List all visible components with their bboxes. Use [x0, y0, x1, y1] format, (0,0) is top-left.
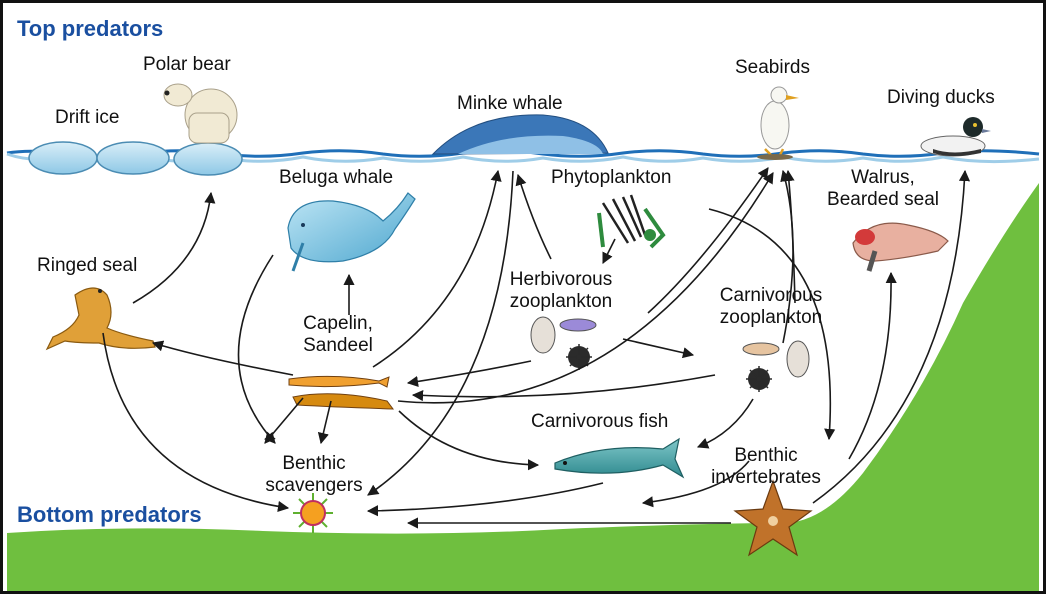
label-bearded-seal: Bearded seal	[815, 189, 951, 211]
benthic-scavenger-icon	[293, 493, 333, 533]
arrow-carniv-fish	[698, 399, 753, 447]
label-carnivorous-zooplankton-2: zooplankton	[703, 307, 839, 329]
label-carnivorous-zooplankton: Carnivorous zooplankton	[703, 285, 839, 329]
label-benthic: Benthic	[259, 453, 369, 475]
arrow-capelin-benthic2	[321, 401, 331, 443]
arrow-herb-carniv	[623, 339, 693, 355]
label-invertebrates: invertebrates	[695, 467, 837, 489]
arrow-herb-minke	[518, 175, 551, 259]
label-beluga-whale: Beluga whale	[279, 167, 393, 189]
label-capelin-sandeel: Capelin, Sandeel	[295, 313, 381, 357]
label-sandeel: Sandeel	[295, 335, 381, 357]
ringed-seal-icon	[47, 288, 155, 349]
arrow-herb-capelin	[408, 361, 531, 383]
label-walrus-bearded-seal: Walrus, Bearded seal	[815, 167, 951, 211]
label-carnivorous: Carnivorous	[703, 285, 839, 307]
label-herbivorous: Herbivorous	[499, 269, 623, 291]
label-scavengers: scavengers	[259, 475, 369, 497]
seabird-icon	[757, 87, 799, 160]
label-diving-ducks: Diving ducks	[887, 87, 995, 109]
label-walrus: Walrus,	[815, 167, 951, 189]
arrow-capelin-fish	[399, 411, 538, 465]
arrow-fish-benthic	[368, 483, 603, 511]
label-polar-bear: Polar bear	[143, 54, 231, 76]
label-carnivorous-fish: Carnivorous fish	[531, 411, 668, 433]
label-seabirds: Seabirds	[735, 57, 810, 79]
phytoplankton-icon	[599, 195, 663, 247]
label-benthic-2: Benthic	[695, 445, 837, 467]
label-drift-ice: Drift ice	[55, 107, 119, 129]
walrus-icon	[853, 223, 948, 271]
label-benthic-scavengers: Benthic scavengers	[259, 453, 369, 497]
arrow-capelin-benthic	[265, 398, 303, 443]
top-predators-heading: Top predators	[17, 16, 163, 42]
arrow-phyto-herb	[603, 239, 615, 263]
herbivorous-zooplankton-icon	[531, 317, 596, 370]
beluga-whale-icon	[288, 193, 415, 271]
carnivorous-zooplankton-icon	[743, 341, 809, 392]
carnivorous-fish-icon	[555, 439, 683, 477]
arrow-ringedseal-polarbear	[133, 193, 211, 303]
arrow-beluga-benthic	[238, 255, 275, 443]
label-ringed-seal: Ringed seal	[37, 255, 137, 277]
label-minke-whale: Minke whale	[457, 93, 563, 115]
diving-duck-icon	[921, 117, 991, 156]
drift-ice-icon	[29, 142, 242, 175]
polar-bear-icon	[164, 84, 237, 143]
label-phytoplankton: Phytoplankton	[551, 167, 671, 189]
arrow-capelin-ringedseal	[153, 343, 293, 375]
label-herbivorous-zooplankton: Herbivorous zooplankton	[499, 269, 623, 313]
label-capelin: Capelin,	[295, 313, 381, 335]
capelin-icon	[289, 376, 393, 409]
minke-whale-icon	[433, 115, 608, 154]
bottom-predators-heading: Bottom predators	[17, 502, 202, 528]
arrow-capelin-minke	[373, 171, 498, 367]
label-herbivorous-zooplankton-2: zooplankton	[499, 291, 623, 313]
label-benthic-invertebrates: Benthic invertebrates	[695, 445, 837, 489]
